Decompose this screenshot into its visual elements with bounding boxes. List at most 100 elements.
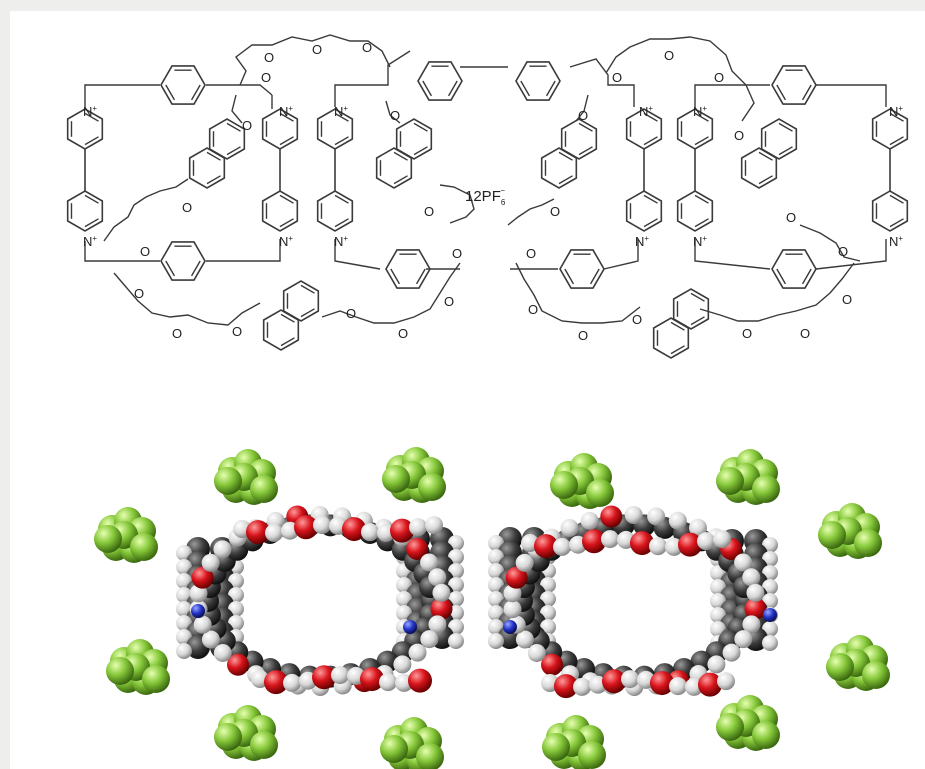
hydrogen-atom [331,666,349,685]
hydrogen-atom [428,568,447,587]
oxygen-atom-label: O [612,70,622,85]
hydrogen-atom [742,568,761,587]
nitrogen-atom-label: N+ [639,104,653,119]
oxygen-atom [602,669,626,694]
hydrogen-atom [669,677,687,696]
hydrogen-atom [734,553,753,572]
nitrogen-atom-label: N+ [334,234,348,249]
phenylene-ring [515,61,561,101]
oxygen-atom-label: O [398,326,408,341]
hydrogen-atom [283,673,301,692]
hydrogen-atom [668,511,687,530]
hydrogen-atom [265,523,283,542]
pyridinium-ring [871,190,909,232]
oxygen-atom-label: O [312,42,322,57]
hydrogen-atom [647,507,666,526]
pf6-anion [550,453,614,509]
phenylene-ring [417,61,463,101]
phenylene-ring [160,65,206,105]
hydrogen-atom [515,553,534,572]
hydrogen-atom [432,583,451,602]
oxygen-atom-label: O [632,312,642,327]
hydrogen-atom [707,655,726,674]
oxygen-atom [534,534,558,559]
pyridinium-ring [66,190,104,232]
hydrogen-atom [713,530,731,549]
oxygen-atom-label: O [444,294,454,309]
oxygen-atom [191,566,214,589]
hydrogen-atom [697,532,715,551]
hydrogen-atom [361,523,379,542]
hydrogen-atom [420,553,439,572]
hydrogen-atom [176,643,192,659]
oxygen-atom-label: O [578,108,588,123]
hydrogen-atom [488,633,504,649]
oxygen-atom-label: O [838,244,848,259]
oxygen-atom-label: O [232,324,242,339]
hydrogen-atom [425,516,443,535]
hydrogen-atom [448,633,464,649]
oxygen-atom-label: O [390,108,400,123]
hydrogen-atom [420,630,439,649]
nitrogen-atom-label: N+ [693,234,707,249]
nitrogen-atom-label: N+ [334,104,348,119]
oxygen-atom-label: O [786,210,796,225]
hydrogen-atom [503,600,522,619]
oxygen-atom-label: O [664,48,674,63]
pf6-anion [106,639,170,695]
hydrogen-atom [201,553,220,572]
hydrogen-atom [193,615,212,634]
aromatic-rings [66,61,909,359]
oxygen-atom-label: O [842,292,852,307]
oxygen-atom [227,653,250,676]
pf6-anion [382,447,446,503]
nitrogen-atom [403,620,417,634]
pyridinium-ring [261,190,299,232]
hydrogen-atom [649,537,667,556]
oxygen-atom-label: O [362,40,372,55]
hydrogen-atom [742,615,761,634]
pf6-counterions [94,447,890,769]
hydrogen-atom [601,530,619,549]
oxygen-atom [505,566,528,589]
oxygen-atom-label: O [242,118,252,133]
naphthalene-ring [395,118,433,160]
pf6-anion [94,507,158,563]
hydrogen-atom [722,643,741,662]
oxygen-atom-label: O [528,302,538,317]
oxygen-atom [582,529,606,554]
naphthalene-ring [208,118,246,160]
oxygen-atom [390,518,414,543]
hydrogen-atom [408,643,427,662]
oxygen-atom [342,517,366,542]
oxygen-atom-label: O [346,306,356,321]
pyridinium-ring [676,190,714,232]
oxygen-atom [744,597,767,620]
nitrogen-atom-label: N+ [83,234,97,249]
nitrogen-atom-label: N+ [693,104,707,119]
pf6-anion [542,715,606,769]
naphthalene-ring [760,118,798,160]
oxygen-atom [630,531,654,556]
nitrogen-atom-label: N+ [83,104,97,119]
oxygen-atom-label: O [264,50,274,65]
hydrogen-atom [621,670,639,689]
naphthalene-ring [672,288,710,330]
phenylene-ring [385,249,431,289]
oxygen-atom [430,597,453,620]
oxygen-atom-label: O [182,200,192,215]
molecular-cage [176,505,778,699]
pf6-anion [380,717,444,769]
hydrogen-atom [734,630,753,649]
oxygen-atom [406,538,429,561]
phenylene-ring [771,249,817,289]
hydrogen-atom [313,516,331,535]
oxygen-atom [294,515,318,540]
naphthalene-ring [282,280,320,322]
nitrogen-atom-label: N+ [279,234,293,249]
oxygen-atom-label: O [526,246,536,261]
oxygen-atom-label: O [578,328,588,343]
hydrogen-atom [393,655,412,674]
